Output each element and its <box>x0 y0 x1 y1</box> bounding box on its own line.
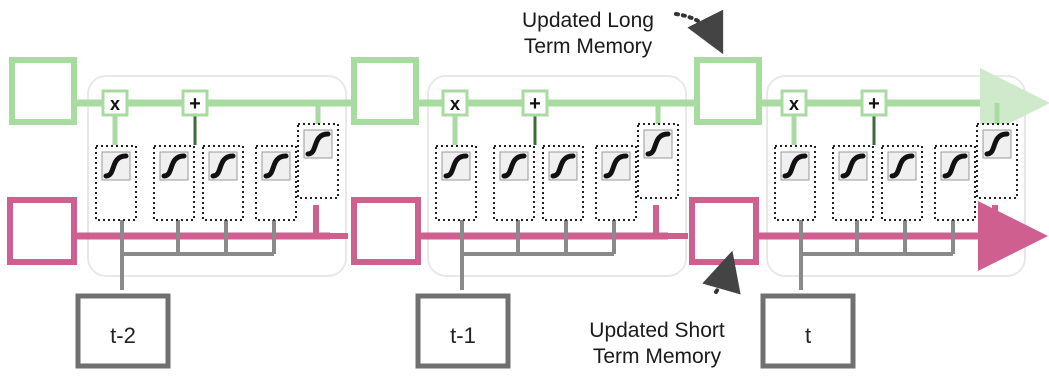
add-operator-symbol: + <box>868 93 880 115</box>
output-drop-0 <box>313 205 348 239</box>
timestep-label-t-2: t-2 <box>110 323 136 348</box>
add-operator-2: + <box>860 89 888 117</box>
short-term-line-1: Updated Short <box>589 319 725 342</box>
forget-operator-symbol: x <box>789 94 799 114</box>
gate-2-0 <box>774 145 816 221</box>
sigmoid-icon <box>161 153 187 179</box>
long-term-state-box-0 <box>9 57 77 125</box>
sigmoid-icon <box>210 153 236 179</box>
output-drop-1 <box>653 205 688 239</box>
gate-1-2 <box>542 145 584 221</box>
cell-container-1 <box>427 75 687 277</box>
gate-1-4 <box>637 123 679 199</box>
add-operator-symbol: + <box>189 93 201 115</box>
forget-operator-symbol: x <box>110 94 120 114</box>
forget-operator-0: x <box>101 89 129 117</box>
short-term-state-box-0 <box>7 197 77 265</box>
add-operator-box <box>181 89 209 117</box>
forget-operator-2: x <box>780 89 808 117</box>
sigmoid-icon <box>550 153 576 179</box>
short-term-state-box-2 <box>689 197 759 265</box>
gate-1-1 <box>493 145 535 221</box>
gate-0-4 <box>297 123 339 199</box>
gate-1-0 <box>435 145 477 221</box>
sigmoid-icon <box>782 153 808 179</box>
sigmoid-icon <box>443 153 469 179</box>
add-operator-symbol: + <box>529 93 541 115</box>
gate-2-3 <box>934 145 976 221</box>
long-term-state-box-1 <box>351 57 419 125</box>
gate-0-3 <box>255 145 297 221</box>
long-term-line-2: Term Memory <box>523 35 653 58</box>
cell-container-0 <box>87 75 347 277</box>
sigmoid-icon <box>103 153 129 179</box>
gate-0-1 <box>153 145 195 221</box>
forget-operator-symbol: x <box>450 94 460 114</box>
gate-2-4 <box>976 123 1018 199</box>
timestep-label-t-1: t-1 <box>450 323 476 348</box>
forget-operator-1: x <box>441 89 469 117</box>
sigmoid-icon <box>263 153 289 179</box>
sigmoid-icon <box>501 153 527 179</box>
short-term-annotation-arrow <box>702 250 741 295</box>
short-term-line-2: Term Memory <box>592 345 722 368</box>
sigmoid-icon <box>942 153 968 179</box>
timestep-box-2 <box>760 293 856 369</box>
add-operator-1: + <box>521 89 549 117</box>
gate-2-1 <box>832 145 874 221</box>
long-term-state-box-2 <box>694 57 762 125</box>
sigmoid-icon <box>645 131 671 157</box>
short-term-memory-annotation: Updated Short Term Memory <box>552 318 762 370</box>
forget-operator-box <box>441 89 469 117</box>
long-term-annotation-arrow <box>674 9 724 55</box>
forget-operator-box <box>780 89 808 117</box>
forget-operator-box <box>101 89 129 117</box>
cell-container-2 <box>766 75 1026 277</box>
gate-2-2 <box>881 145 923 221</box>
sigmoid-icon <box>984 131 1010 157</box>
gate-0-0 <box>95 145 137 221</box>
short-term-state-box-1 <box>351 197 421 265</box>
timestep-box-1 <box>415 293 511 369</box>
timestep-box-0 <box>75 293 171 369</box>
add-operator-box <box>860 89 888 117</box>
long-term-memory-annotation: Updated Long Term Memory <box>488 8 688 60</box>
add-operator-0: + <box>181 89 209 117</box>
sigmoid-icon <box>305 131 331 157</box>
long-term-line-1: Updated Long <box>522 9 654 32</box>
output-drop-2 <box>992 205 1027 239</box>
timestep-label-t: t <box>804 323 812 348</box>
add-operator-box <box>521 89 549 117</box>
sigmoid-icon <box>603 153 629 179</box>
sigmoid-icon <box>840 153 866 179</box>
sigmoid-icon <box>889 153 915 179</box>
gate-1-3 <box>595 145 637 221</box>
gate-0-2 <box>202 145 244 221</box>
